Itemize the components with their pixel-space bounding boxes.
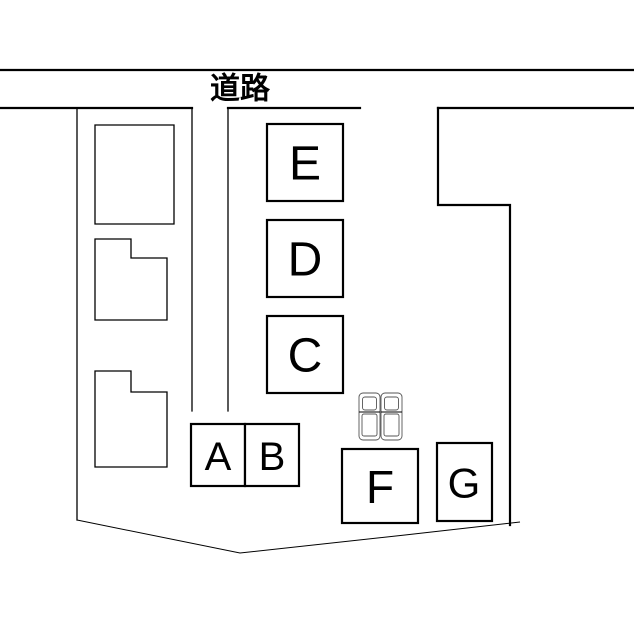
road-group: 道路 bbox=[0, 68, 634, 110]
lot-B-box[interactable] bbox=[243, 422, 301, 488]
lot-E-box[interactable] bbox=[265, 122, 345, 203]
lot-F-label: F bbox=[366, 461, 394, 513]
lot-A[interactable]: A bbox=[189, 422, 247, 488]
boundary-south-edge bbox=[76, 519, 521, 554]
lot-D[interactable]: D bbox=[265, 218, 345, 299]
lot-E[interactable]: E bbox=[265, 122, 345, 203]
lot-G[interactable]: G bbox=[435, 441, 494, 523]
boundary-east-notch bbox=[436, 106, 512, 527]
building-north bbox=[94, 124, 175, 225]
lot-A-label: A bbox=[205, 435, 232, 479]
road-label: 道路 bbox=[210, 72, 271, 107]
car-hood-icon bbox=[362, 396, 377, 411]
lot-A-box[interactable] bbox=[189, 422, 247, 488]
lot-C-box[interactable] bbox=[265, 314, 345, 395]
site-boundary-group bbox=[76, 106, 521, 554]
lot-D-label: D bbox=[288, 234, 323, 287]
access-lane-group bbox=[191, 107, 229, 412]
lot-D-box[interactable] bbox=[265, 218, 345, 299]
lot-B-label: B bbox=[259, 435, 286, 479]
lot-F-box[interactable] bbox=[340, 447, 420, 525]
building-middle bbox=[94, 238, 168, 321]
building-south bbox=[94, 370, 168, 468]
lot-group: E D C A B F G bbox=[189, 122, 494, 525]
car-hood-icon bbox=[384, 396, 399, 411]
lot-G-label: G bbox=[448, 460, 481, 507]
car-cabin-icon bbox=[361, 413, 378, 437]
lot-G-box[interactable] bbox=[435, 441, 494, 523]
car-cabin-icon bbox=[383, 413, 400, 437]
parked-car-left bbox=[358, 392, 381, 441]
parked-cars-group bbox=[358, 392, 403, 441]
lot-C-label: C bbox=[288, 330, 323, 383]
lot-F[interactable]: F bbox=[340, 447, 420, 525]
existing-buildings-group bbox=[94, 124, 175, 468]
lot-B[interactable]: B bbox=[243, 422, 301, 488]
lot-E-label: E bbox=[289, 138, 321, 191]
parked-car-right bbox=[380, 392, 403, 441]
lot-C[interactable]: C bbox=[265, 314, 345, 395]
